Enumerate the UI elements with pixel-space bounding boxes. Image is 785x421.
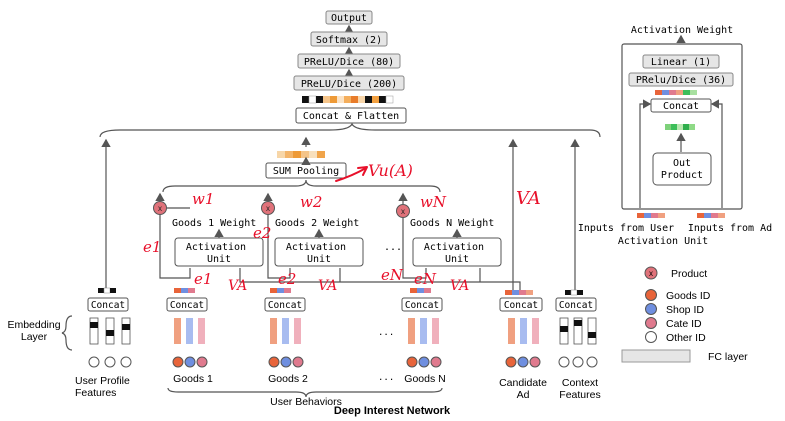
goods2-unit: x Goods 2 Weight Activation Unit [261, 192, 364, 279]
goodsN-concat: Concat [405, 300, 439, 311]
ad-feed-line [239, 268, 521, 294]
softmax-box [310, 31, 388, 47]
softmax-label: Softmax (2) [316, 35, 382, 46]
concat-flatten-box [295, 107, 407, 124]
goods1-embedding: Concat Goods 1 [166, 288, 213, 385]
annotation-e2-left: e2 [253, 224, 271, 242]
product-icon [396, 204, 410, 218]
inset-title: Activation Weight [631, 25, 733, 36]
candidate-ad-concat: Concat [504, 300, 538, 311]
prelu200-label: PReLU/Dice (200) [301, 79, 397, 90]
user-profile-concat: Concat [91, 300, 125, 311]
legend: x Product Goods ID Shop ID Cate ID Other… [621, 266, 748, 363]
legend-shop: Shop ID [666, 304, 704, 316]
annotation-w1: w1 [192, 190, 214, 208]
goods1-label: Goods 1 [173, 373, 213, 385]
product-symbol: x [158, 204, 162, 213]
inset-concat: Concat [663, 101, 699, 112]
legend-fc: FC layer [708, 351, 748, 363]
legend-goods: Goods ID [666, 290, 711, 302]
user-behaviors-label: User Behaviors [270, 396, 342, 408]
annotation-va-2: VA [318, 278, 337, 294]
inset-prelu: PRelu/Dice (36) [636, 75, 726, 86]
inset-linear: Linear (1) [651, 57, 711, 68]
legend-product: Product [671, 268, 707, 280]
goodsN-weight: Goods N Weight [410, 218, 494, 229]
goods2-concat: Concat [268, 300, 302, 311]
goodsN-label: Goods N [404, 373, 445, 385]
product-icon [153, 201, 167, 215]
goodsN-unit: x Goods N Weight Activation Unit [396, 192, 502, 279]
prelu80-box [297, 53, 401, 69]
sum-pooling-label: SUM Pooling [273, 166, 339, 177]
concat-flatten-label: Concat & Flatten [303, 111, 399, 122]
annotation-wn: wN [420, 193, 447, 211]
output-label: Output [331, 13, 367, 24]
behaviors-brace [167, 387, 443, 398]
inset-inputs-ad: Inputs from Ad [688, 223, 772, 234]
product-symbol: x [266, 204, 270, 213]
top-brace [99, 122, 601, 138]
page-title: Deep Interest Network [334, 405, 451, 417]
ellipsis-bottom: ... [378, 328, 394, 338]
prelu80-label: PReLU/Dice (80) [304, 57, 394, 68]
legend-other: Other ID [666, 332, 706, 344]
annotation-en-left: eN [381, 266, 404, 284]
inset-activation-unit: Activation Unit [618, 236, 708, 247]
annotation-va-ad: VA [516, 188, 541, 209]
goods2-label: Goods 2 [268, 373, 308, 385]
annotation-w2: w2 [300, 193, 322, 211]
ellipsis-bottom-2: ... [378, 373, 394, 383]
annotation-va-1: VA [228, 278, 247, 294]
product-symbol: x [401, 207, 405, 216]
annotation-vu: Vu(A) [368, 161, 413, 180]
sum-pooling: SUM Pooling [265, 136, 347, 179]
pool-brace [162, 179, 441, 193]
top-stack: Output Softmax (2) PReLU/Dice (80) PReLU… [293, 10, 407, 124]
product-legend-icon [644, 266, 658, 280]
activation-inset: Activation Weight Linear (1) PRelu/Dice … [578, 25, 772, 247]
goods1-concat: Concat [170, 300, 204, 311]
goods1-unit: x Goods 1 Weight Activation Unit [153, 192, 264, 279]
flatten-strip [302, 95, 394, 104]
ellipsis-mid: ... [384, 242, 402, 253]
annotation-e2: e2 [278, 270, 296, 288]
goods2-embedding: Concat Goods 2 [264, 288, 308, 385]
activation-unit-1-label: Activation Unit [186, 242, 252, 265]
embedding-brace [61, 315, 73, 351]
annotation-va-n: VA [450, 278, 469, 294]
handwritten-annotations: Vu(A) w1 w2 wN e1 e2 eN e1 e2 eN VA VA V… [143, 161, 541, 294]
goods2-weight: Goods 2 Weight [275, 218, 359, 229]
goods1-weight: Goods 1 Weight [172, 218, 256, 229]
annotation-e1-left: e1 [143, 238, 161, 256]
goodsN-embedding: Concat Goods N [401, 288, 446, 385]
annotation-en: eN [414, 270, 437, 288]
context-concat: Concat [559, 300, 593, 311]
annotation-e1: e1 [194, 270, 212, 288]
inset-inputs-user: Inputs from User [578, 223, 674, 234]
product-legend-symbol: x [649, 269, 653, 278]
activation-unit-2-label: Activation Unit [286, 242, 352, 265]
output-box [325, 10, 373, 25]
product-icon [261, 201, 275, 215]
prelu200-box [293, 75, 405, 91]
activation-unit-n-label: Activation Unit [424, 242, 490, 265]
legend-cate: Cate ID [666, 318, 702, 330]
